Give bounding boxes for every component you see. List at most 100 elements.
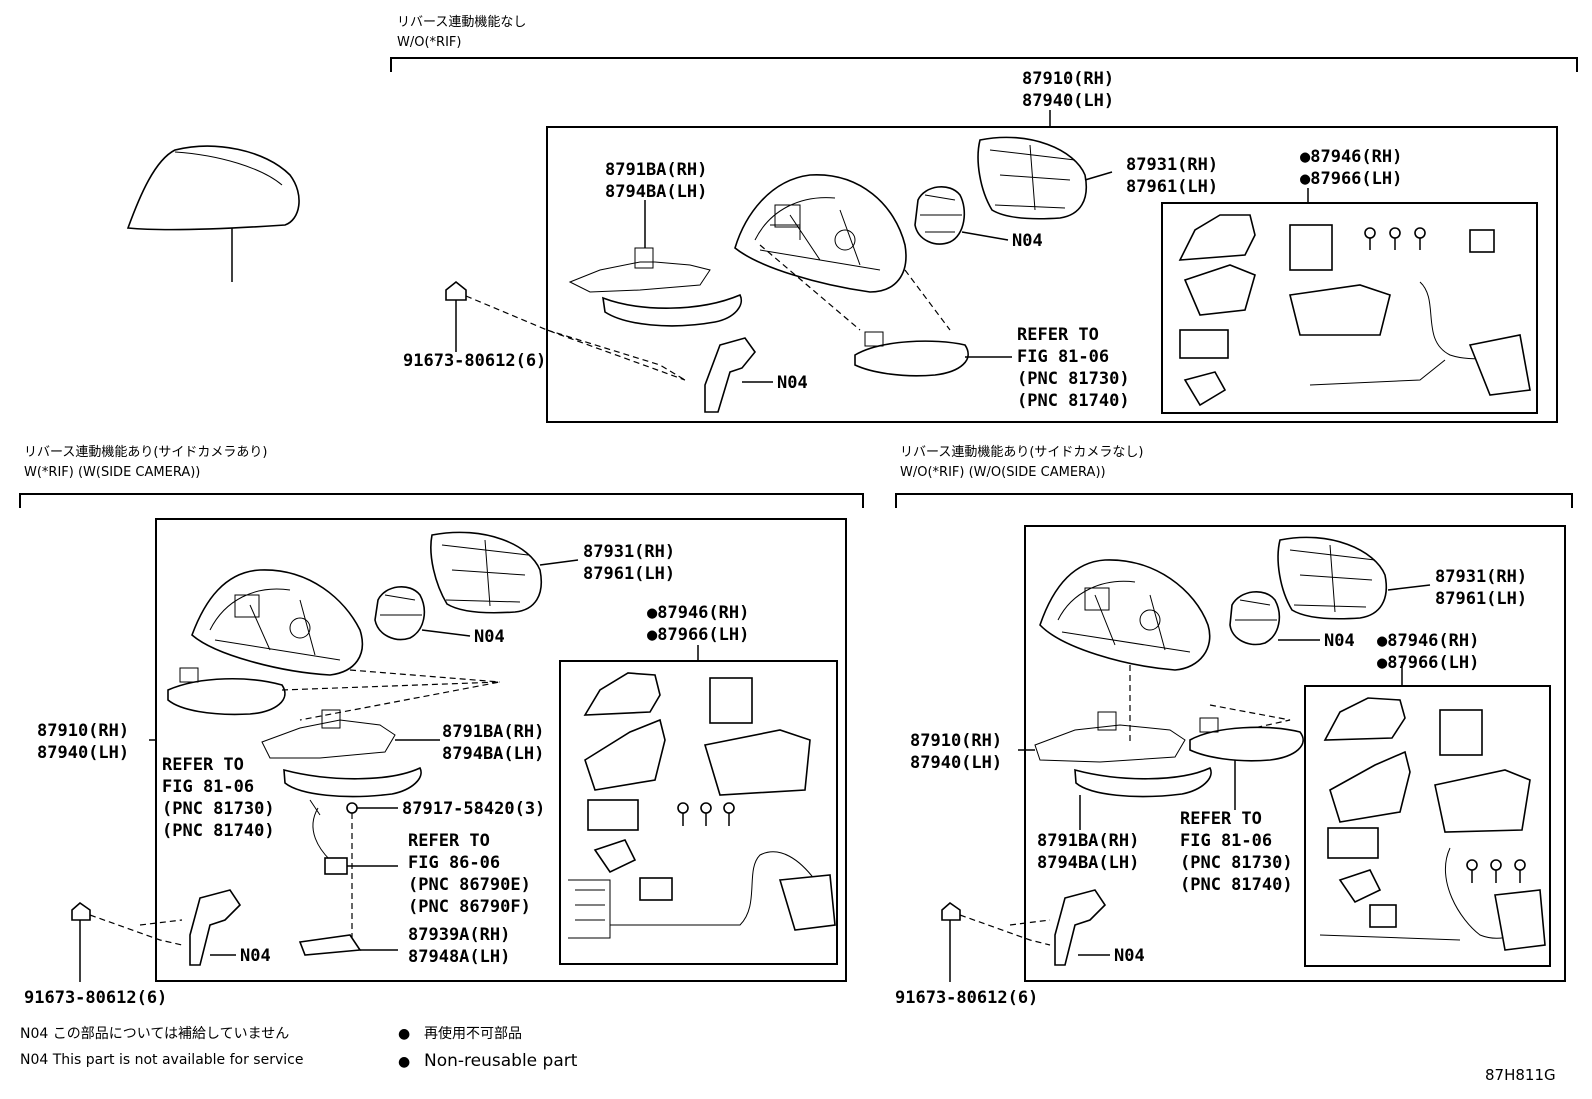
top-assembly-frame xyxy=(546,126,1558,423)
right-glass-label-lh: 87961(LH) xyxy=(1435,589,1527,609)
left-camera-label-rh: 87939A(RH) xyxy=(408,925,510,945)
right-turn-signal-label-rh: 8791BA(RH) xyxy=(1037,831,1139,851)
left-actuator-parts xyxy=(568,672,836,939)
right-refer-line-4: (PNC 81740) xyxy=(1180,875,1293,895)
top-side-lamp-part xyxy=(854,331,969,377)
right-assembly-frame xyxy=(1024,525,1566,982)
top-actuator-label-rh: ●87946(RH) xyxy=(1300,147,1402,167)
top-actuator-screws xyxy=(1364,227,1426,250)
legend-n04-jp: N04 この部品については補給していません xyxy=(20,1026,289,1042)
left-turn-signal-label-lh: 8794BA(LH) xyxy=(442,744,544,764)
left-section-bracket xyxy=(19,493,864,508)
right-actuator-label-lh: ●87966(LH) xyxy=(1377,653,1479,673)
top-turn-signal-label-rh: 8791BA(RH) xyxy=(605,160,707,180)
right-mirror-housing xyxy=(1039,559,1211,671)
diagram-code: 87H811G xyxy=(1485,1066,1556,1084)
right-actuator-screws xyxy=(1466,859,1526,883)
legend-bullet-icon-2: ● xyxy=(398,1054,410,1070)
top-refer-line-3: (PNC 81730) xyxy=(1017,369,1130,389)
right-section-title-en: W/O(*RIF) (W/O(SIDE CAMERA)) xyxy=(900,465,1106,480)
left-small-screw-label: 87917-58420(3) xyxy=(402,799,545,819)
left-section-title-en: W(*RIF) (W(SIDE CAMERA)) xyxy=(24,465,200,480)
left-side-lamp-part xyxy=(167,667,286,716)
left-assembly-label-lh: 87940(LH) xyxy=(37,743,129,763)
right-refer-line-2: FIG 81-06 xyxy=(1180,831,1272,851)
left-n04-label-bracket: N04 xyxy=(240,946,271,966)
top-refer-line-2: FIG 81-06 xyxy=(1017,347,1109,367)
top-refer-line-4: (PNC 81740) xyxy=(1017,391,1130,411)
top-screw-label: 91673-80612(6) xyxy=(403,351,546,371)
right-turn-signal-label-lh: 8794BA(LH) xyxy=(1037,853,1139,873)
left-mirror-glass xyxy=(430,531,542,614)
left-mirror-housing xyxy=(191,569,364,676)
left-motor-part xyxy=(374,586,426,641)
right-mirror-glass xyxy=(1277,536,1387,620)
top-section-title-jp: リバース連動機能なし xyxy=(397,15,526,30)
left-refer-a-line-2: FIG 81-06 xyxy=(162,777,254,797)
top-section-title-en: W/O(*RIF) xyxy=(397,35,461,50)
left-actuator-label-rh: ●87946(RH) xyxy=(647,603,749,623)
left-assembly-frame xyxy=(155,518,847,982)
right-motor-part xyxy=(1229,591,1281,646)
left-actuator-label-lh: ●87966(LH) xyxy=(647,625,749,645)
top-actuator-parts xyxy=(1178,214,1531,407)
right-bracket-part xyxy=(1054,889,1107,966)
right-section-bracket xyxy=(895,493,1573,508)
right-n04-label-bracket: N04 xyxy=(1114,946,1145,966)
top-actuator-frame xyxy=(1161,202,1538,414)
top-glass-label-lh: 87961(LH) xyxy=(1126,177,1218,197)
top-assembly-label-rh: 87910(RH) xyxy=(1022,69,1114,89)
right-refer-line-1: REFER TO xyxy=(1180,809,1262,829)
left-assembly-label-rh: 87910(RH) xyxy=(37,721,129,741)
left-camera-harness-part xyxy=(309,799,348,875)
top-section-bracket xyxy=(390,57,1578,72)
left-refer-b-line-1: REFER TO xyxy=(408,831,490,851)
right-side-lamp-part xyxy=(1189,717,1304,762)
legend-bullet-icon: ● xyxy=(398,1026,410,1042)
left-refer-b-line-3: (PNC 86790E) xyxy=(408,875,531,895)
right-assembly-label-lh: 87940(LH) xyxy=(910,753,1002,773)
right-screw-part xyxy=(941,901,961,982)
left-refer-a-line-4: (PNC 81740) xyxy=(162,821,275,841)
left-camera-label-lh: 87948A(LH) xyxy=(408,947,510,967)
top-turn-signal-part xyxy=(568,247,742,327)
left-refer-a-line-1: REFER TO xyxy=(162,755,244,775)
right-screw-label: 91673-80612(6) xyxy=(895,988,1038,1008)
top-glass-label-rh: 87931(RH) xyxy=(1126,155,1218,175)
left-glass-label-lh: 87961(LH) xyxy=(583,564,675,584)
top-n04-label-bracket: N04 xyxy=(777,373,808,393)
right-assembly-label-rh: 87910(RH) xyxy=(910,731,1002,751)
top-assembly-label-lh: 87940(LH) xyxy=(1022,91,1114,111)
right-section-title-jp: リバース連動機能あり(サイドカメラなし) xyxy=(900,445,1144,460)
top-motor-part xyxy=(914,186,966,245)
left-n04-label-motor: N04 xyxy=(474,627,505,647)
top-actuator-label-lh: ●87966(LH) xyxy=(1300,169,1402,189)
left-refer-b-line-2: FIG 86-06 xyxy=(408,853,500,873)
left-actuator-screws xyxy=(677,802,735,826)
right-actuator-parts xyxy=(1319,697,1546,951)
legend-nonreusable-en: Non-reusable part xyxy=(424,1051,578,1071)
top-screw-part xyxy=(445,280,467,352)
left-screw-part xyxy=(71,901,91,982)
left-section-title-jp: リバース連動機能あり(サイドカメラあり) xyxy=(24,445,268,460)
right-refer-line-3: (PNC 81730) xyxy=(1180,853,1293,873)
top-n04-label-motor: N04 xyxy=(1012,231,1043,251)
top-bracket-part xyxy=(704,337,757,413)
left-turn-signal-label-rh: 8791BA(RH) xyxy=(442,722,544,742)
legend-nonreusable-jp: 再使用不可部品 xyxy=(424,1025,522,1042)
left-bracket-part xyxy=(189,889,242,966)
right-glass-label-rh: 87931(RH) xyxy=(1435,567,1527,587)
top-refer-line-1: REFER TO xyxy=(1017,325,1099,345)
mirror-cover-part xyxy=(126,145,300,282)
left-camera-cover-part xyxy=(298,934,362,956)
top-mirror-housing xyxy=(734,174,907,293)
top-mirror-glass xyxy=(977,136,1087,220)
left-glass-label-rh: 87931(RH) xyxy=(583,542,675,562)
left-refer-b-line-4: (PNC 86790F) xyxy=(408,897,531,917)
right-n04-label-motor: N04 xyxy=(1324,631,1355,651)
left-refer-a-line-3: (PNC 81730) xyxy=(162,799,275,819)
left-small-screw-part xyxy=(346,802,358,940)
left-screw-label: 91673-80612(6) xyxy=(24,988,167,1008)
legend-n04-en: N04 This part is not available for servi… xyxy=(20,1052,303,1068)
